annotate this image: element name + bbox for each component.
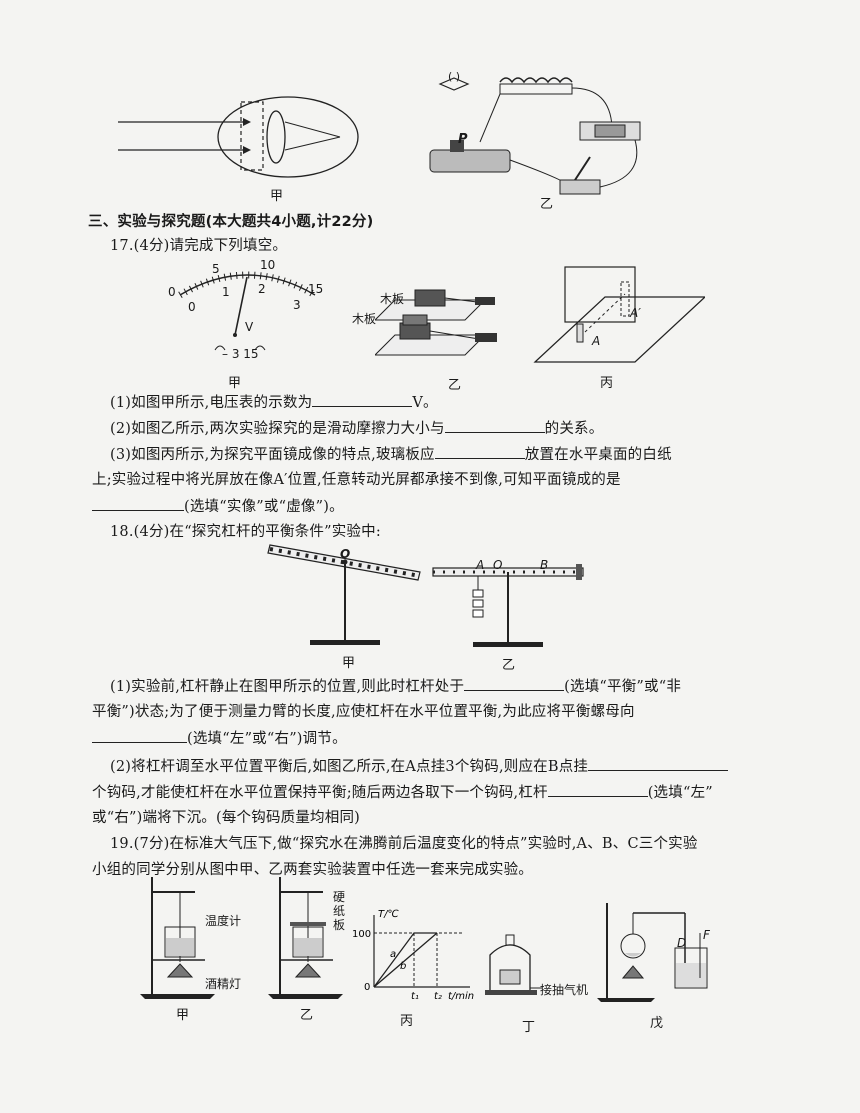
q19-line1: 19.(7分)在标准大气压下,做“探究水在沸腾前后温度变化的特点”实验时,A、B… bbox=[110, 836, 698, 852]
q18-part1-line2: 平衡”)状态;为了便于测量力臂的长度,应使杠杆在水平位置平衡,为此应将平衡螺母向 bbox=[92, 704, 635, 720]
q18-answer-4[interactable] bbox=[547, 782, 648, 797]
q18-stem: 18.(4分)在“探究杠杆的平衡条件”实验中: bbox=[110, 524, 381, 540]
q18-part1-line3: (选填“左”或“右”)调节。 bbox=[92, 728, 347, 749]
voltmeter-top-5: 5 bbox=[212, 262, 220, 276]
series-line-a bbox=[373, 932, 437, 988]
alcohol-lamp-label: 酒精灯 bbox=[205, 977, 242, 991]
boiling-apparatus-jia bbox=[140, 877, 215, 999]
series-line-b bbox=[373, 932, 438, 988]
voltmeter-bottom-3: 3 bbox=[293, 298, 301, 312]
q19-caption-ding: 丁 bbox=[522, 1020, 536, 1035]
q19-caption-yi: 乙 bbox=[300, 1008, 314, 1023]
q17-part2-text: (2)如图乙所示,两次实验探究的是滑动摩擦力大小与 bbox=[110, 421, 445, 437]
series-label-a: a bbox=[390, 949, 396, 960]
q17-part2-end: 的关系。 bbox=[544, 421, 604, 437]
q19-caption-wu: 戊 bbox=[650, 1016, 664, 1031]
series-label-b: b bbox=[400, 961, 406, 972]
q19-caption-bing: 丙 bbox=[400, 1014, 414, 1029]
voltmeter-unit: V bbox=[245, 320, 254, 334]
pivot-o-label-jia: O bbox=[340, 547, 351, 561]
q17-caption-jia: 甲 bbox=[228, 376, 242, 391]
q18-answer-3[interactable] bbox=[588, 756, 729, 771]
q17-part1-end: V。 bbox=[412, 395, 438, 411]
figure-caption-yi-top: 乙 bbox=[540, 197, 554, 212]
q18-part2-hint: (选填“左” bbox=[647, 785, 713, 801]
plane-mirror-figure bbox=[533, 266, 705, 363]
voltmeter-bottom-0: 0 bbox=[188, 300, 196, 314]
point-a-lever: A bbox=[476, 558, 485, 572]
friction-boards-figure bbox=[375, 289, 497, 356]
q18-caption-jia: 甲 bbox=[342, 656, 356, 671]
voltmeter-bottom-2: 2 bbox=[258, 282, 266, 296]
temperature-time-chart: T/℃ 100 0 t₁ t₂ t/min ab bbox=[352, 909, 474, 1002]
thermometer-label: 温度计 bbox=[205, 914, 242, 928]
board-label-1: 木板 bbox=[380, 292, 405, 306]
q17-part1-text: (1)如图甲所示,电压表的示数为 bbox=[110, 395, 313, 411]
chart-origin: 0 bbox=[364, 982, 370, 993]
q17-stem: 17.(4分)请完成下列填空。 bbox=[110, 238, 288, 254]
q18-answer-2[interactable] bbox=[92, 728, 187, 743]
q17-part1: (1)如图甲所示,电压表的示数为 V。 bbox=[110, 392, 438, 413]
pump-label: 接抽气机 bbox=[540, 983, 589, 997]
lever-figure-yi bbox=[432, 564, 584, 647]
q19-line2: 小组的同学分别从图中甲、乙两套实验装置中任选一套来完成实验。 bbox=[92, 862, 533, 878]
voltmeter-bottom-1: 1 bbox=[222, 285, 230, 299]
q18-part1-end: (选填“左”或“右”)调节。 bbox=[187, 731, 347, 747]
q17-answer-2[interactable] bbox=[444, 418, 545, 433]
voltmeter-figure bbox=[178, 271, 317, 351]
lever-figure-jia bbox=[267, 544, 421, 645]
chart-xlabel: t/min bbox=[448, 991, 474, 1002]
q17-answer-1[interactable] bbox=[312, 392, 413, 407]
chart-xtick-t2: t₂ bbox=[434, 991, 442, 1002]
eye-lens-figure bbox=[118, 96, 359, 178]
q17-part3-end: (选填“实像”或“虚像”)。 bbox=[184, 499, 344, 515]
chart-xtick-t1: t₁ bbox=[411, 991, 419, 1002]
figure-caption-jia-top: 甲 bbox=[270, 189, 284, 204]
q19-caption-jia: 甲 bbox=[176, 1008, 190, 1023]
board-label-2: 木板 bbox=[352, 312, 377, 326]
voltmeter-terminals: – 3 15 bbox=[222, 347, 259, 361]
cardboard-label: 硬 纸 板 bbox=[333, 890, 346, 932]
figure-bracket: ( ) bbox=[448, 70, 461, 83]
q17-part3-cont: 放置在水平桌面的白纸 bbox=[524, 447, 672, 463]
voltmeter-top-0: 0 bbox=[168, 285, 176, 299]
q18-part2: (2)将杠杆调至水平位置平衡后,如图乙所示,在A点挂3个钩码,则应在B点挂 bbox=[110, 756, 729, 777]
q18-caption-yi: 乙 bbox=[502, 658, 516, 673]
electromagnet-circuit-figure bbox=[429, 77, 641, 195]
q17-part3: (3)如图丙所示,为探究平面镜成像的特点,玻璃板应 放置在水平桌面的白纸 bbox=[110, 444, 672, 465]
pivot-o-label-yi: O bbox=[493, 558, 503, 572]
point-b-lever: B bbox=[540, 558, 549, 572]
q17-answer-4[interactable] bbox=[92, 496, 184, 511]
chart-ytick-100: 100 bbox=[352, 929, 371, 940]
q18-part2-line2: 个钩码,才能使杠杆在水平位置保持平衡;随后两边各取下一个钩码,杠杆 (选填“左” bbox=[92, 782, 713, 803]
q17-part2: (2)如图乙所示,两次实验探究的是滑动摩擦力大小与 的关系。 bbox=[110, 418, 603, 439]
q17-part3-line3: (选填“实像”或“虚像”)。 bbox=[92, 496, 344, 517]
point-a-label: A bbox=[592, 334, 601, 348]
q18-part1-text: (1)实验前,杠杆静止在图甲所示的位置,则此时杠杆处于 bbox=[110, 679, 465, 695]
q18-part2-cont: 个钩码,才能使杠杆在水平位置保持平衡;随后两边各取下一个钩码,杠杆 bbox=[92, 785, 548, 801]
point-a-prime-label: A′ bbox=[630, 306, 641, 320]
q17-caption-bing: 丙 bbox=[600, 376, 614, 391]
voltmeter-top-15: 15 bbox=[308, 282, 324, 296]
q17-answer-3[interactable] bbox=[434, 444, 525, 459]
label-f: F bbox=[703, 928, 710, 942]
section-title: 三、实验与探究题(本大题共4小题,计22分) bbox=[88, 214, 374, 230]
q18-part2-line3: 或“右”)端将下沉。(每个钩码质量均相同) bbox=[92, 810, 360, 826]
q17-caption-yi: 乙 bbox=[448, 378, 462, 393]
q18-part1: (1)实验前,杠杆静止在图甲所示的位置,则此时杠杆处于 (选填“平衡”或“非 bbox=[110, 676, 681, 697]
flask-apparatus-figure bbox=[597, 903, 708, 1002]
voltmeter-top-10: 10 bbox=[260, 258, 276, 272]
point-p-label: P bbox=[458, 132, 468, 147]
chart-ylabel: T/℃ bbox=[378, 909, 399, 920]
q18-part2-text: (2)将杠杆调至水平位置平衡后,如图乙所示,在A点挂3个钩码,则应在B点挂 bbox=[110, 759, 589, 775]
q17-part3-line2: 上;实验过程中将光屏放在像A′位置,任意转动光屏都承接不到像,可知平面镜成的是 bbox=[92, 472, 621, 488]
bell-jar-figure bbox=[485, 934, 542, 995]
label-d: D bbox=[677, 936, 687, 950]
boiling-apparatus-yi bbox=[268, 877, 343, 999]
q18-answer-1[interactable] bbox=[464, 676, 565, 691]
q18-part1-cont: (选填“平衡”或“非 bbox=[564, 679, 682, 695]
q17-part3-text: (3)如图丙所示,为探究平面镜成像的特点,玻璃板应 bbox=[110, 447, 435, 463]
